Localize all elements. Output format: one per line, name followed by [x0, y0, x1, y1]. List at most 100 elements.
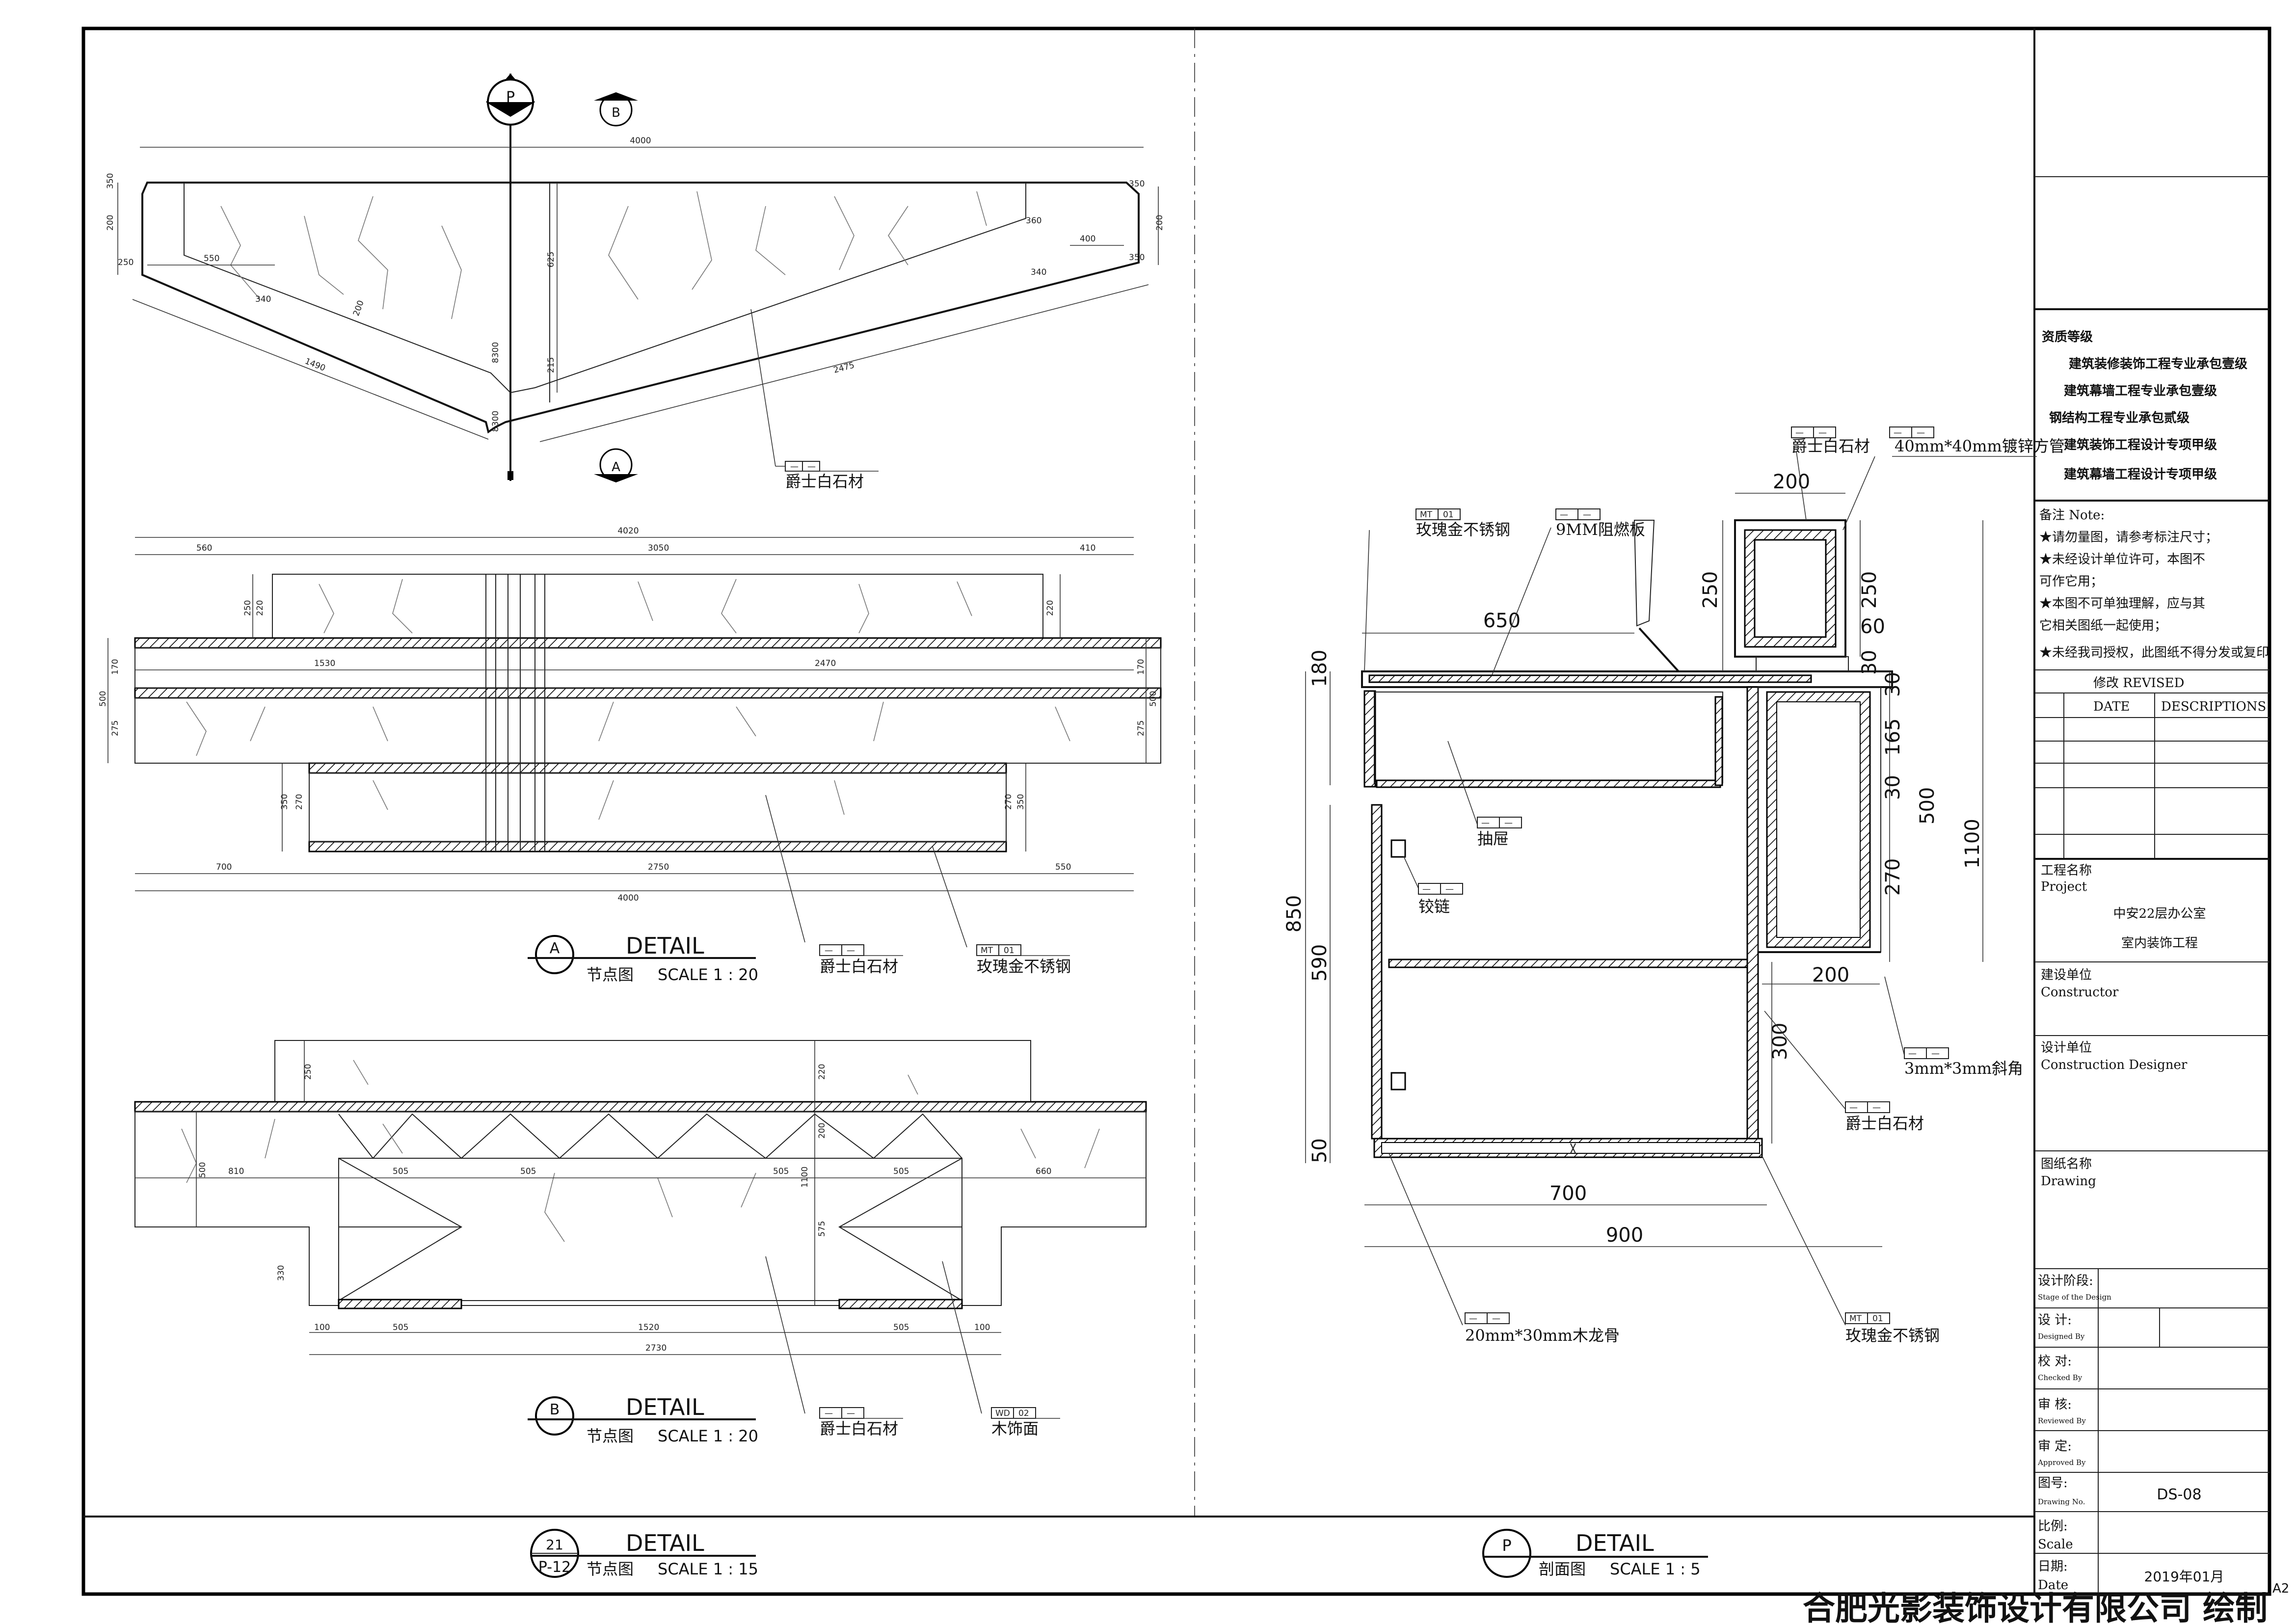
svg-text:图号:: 图号: — [2038, 1476, 2068, 1491]
svg-text:20mm*30mm木龙骨: 20mm*30mm木龙骨 — [1465, 1326, 1620, 1345]
leader-rose-steel-bottom: MT 01 玫瑰金不锈钢 — [1762, 1155, 1940, 1345]
svg-text:60: 60 — [1860, 615, 1885, 638]
svg-text:250: 250 — [1699, 571, 1722, 609]
sheet-size: A2 — [2272, 1581, 2289, 1596]
svg-text:4000: 4000 — [617, 893, 639, 903]
svg-text:200: 200 — [106, 215, 115, 231]
svg-text:—: — — [1872, 1103, 1881, 1113]
svg-text:—: — — [1583, 510, 1591, 520]
svg-text:250: 250 — [243, 600, 253, 616]
svg-text:图纸名称: 图纸名称 — [2041, 1157, 2092, 1171]
svg-text:P-12: P-12 — [538, 1559, 571, 1576]
svg-text:剖面图: 剖面图 — [1539, 1560, 1586, 1578]
svg-text:505: 505 — [520, 1167, 536, 1176]
svg-text:500: 500 — [1916, 787, 1939, 825]
svg-text:爵士白石材: 爵士白石材 — [1791, 437, 1870, 455]
svg-text:275: 275 — [110, 720, 120, 736]
svg-text:40mm*40mm镀锌方管: 40mm*40mm镀锌方管 — [1895, 437, 2065, 455]
svg-text:200: 200 — [817, 1123, 827, 1139]
svg-text:170: 170 — [110, 659, 120, 675]
svg-text:P: P — [506, 89, 515, 106]
svg-text:625: 625 — [546, 252, 556, 267]
material-tag-wd02: WD 02 — [991, 1407, 1036, 1419]
svg-text:100: 100 — [974, 1323, 990, 1332]
leader-galv-tube: 40mm*40mm镀锌方管 — — — [1842, 426, 2065, 531]
svg-text:250: 250 — [303, 1064, 313, 1080]
svg-text:设计阶段:: 设计阶段: — [2038, 1274, 2093, 1288]
material-tag: — — — [785, 461, 820, 472]
svg-text:—: — — [1908, 1049, 1917, 1059]
material-tag: — — — [819, 944, 864, 956]
svg-text:抽屉: 抽屉 — [1477, 829, 1509, 848]
svg-text:★未经我司授权，此图纸不得分发或复印: ★未经我司授权，此图纸不得分发或复印 — [2039, 645, 2269, 660]
svg-text:可作它用；: 可作它用； — [2039, 574, 2103, 589]
svg-text:节点图: 节点图 — [587, 1427, 634, 1445]
svg-text:WD: WD — [995, 1409, 1010, 1418]
leader-jazz-top: — — 爵士白石材 — [1791, 426, 1870, 521]
detail-title-p: P DETAIL 剖面图 SCALE 1 : 5 — [1482, 1529, 1708, 1578]
svg-text:8300: 8300 — [491, 411, 501, 432]
svg-text:A: A — [550, 940, 560, 957]
detail-title-a: A DETAIL 节点图 SCALE 1 : 20 — [528, 932, 758, 984]
svg-text:—: — — [1560, 510, 1568, 520]
svg-text:590: 590 — [1308, 944, 1331, 982]
svg-text:500: 500 — [98, 691, 108, 707]
label-jazz-stone: 爵士白石材 — [785, 472, 864, 491]
svg-text:—: — — [825, 1409, 833, 1418]
svg-text:钢结构工程专业承包贰级: 钢结构工程专业承包贰级 — [2049, 410, 2189, 426]
svg-text:500: 500 — [198, 1162, 208, 1178]
svg-text:650: 650 — [1483, 610, 1521, 632]
svg-text:505: 505 — [393, 1167, 408, 1176]
svg-text:1100: 1100 — [1961, 819, 1984, 869]
svg-text:01: 01 — [1443, 510, 1454, 520]
svg-text:340: 340 — [255, 294, 271, 304]
svg-text:400: 400 — [1080, 234, 1095, 244]
svg-text:50: 50 — [1308, 1138, 1331, 1163]
svg-text:550: 550 — [204, 254, 219, 264]
svg-text:MT: MT — [1849, 1314, 1862, 1324]
svg-text:4020: 4020 — [617, 526, 639, 536]
drawing-date: 2019年01月 — [2144, 1569, 2224, 1585]
svg-text:250: 250 — [1858, 571, 1881, 609]
svg-text:—: — — [1492, 1314, 1500, 1324]
svg-text:8300: 8300 — [491, 342, 501, 363]
svg-text:350: 350 — [106, 173, 115, 189]
svg-text:1100: 1100 — [800, 1167, 810, 1188]
leader-bevel: — — 3mm*3mm斜角 — [1884, 976, 2023, 1078]
svg-text:9MM阻燃板: 9MM阻燃板 — [1556, 520, 1645, 539]
svg-text:700: 700 — [1549, 1182, 1587, 1205]
leader-fire-board: — — 9MM阻燃板 — [1492, 508, 1645, 675]
svg-text:铰链: 铰链 — [1418, 897, 1450, 916]
leader-rose-steel: MT 01 玫瑰金不锈钢 — [1364, 508, 1510, 672]
svg-text:中安22层办公室: 中安22层办公室 — [2113, 906, 2206, 921]
svg-text:—: — — [1504, 818, 1513, 828]
svg-text:★未经设计单位许可，本图不: ★未经设计单位许可，本图不 — [2039, 552, 2205, 567]
svg-text:505: 505 — [393, 1323, 408, 1332]
svg-text:215: 215 — [546, 357, 556, 373]
svg-text:玫瑰金不锈钢: 玫瑰金不锈钢 — [1416, 520, 1510, 539]
svg-text:270: 270 — [1004, 794, 1014, 810]
svg-text:300: 300 — [1769, 1023, 1791, 1060]
leader-drawer: — — 抽屉 — [1447, 741, 1522, 848]
svg-text:—: — — [1818, 428, 1827, 438]
svg-text:3050: 3050 — [648, 543, 669, 553]
svg-text:—: — — [790, 462, 799, 472]
svg-text:A: A — [612, 460, 620, 475]
svg-text:1530: 1530 — [314, 659, 335, 668]
svg-text:850: 850 — [1283, 895, 1306, 932]
svg-text:Scale: Scale — [2038, 1537, 2073, 1552]
svg-text:350: 350 — [1016, 794, 1026, 810]
svg-text:01: 01 — [1872, 1314, 1883, 1324]
section-mark-a: A — [594, 448, 638, 482]
svg-text:505: 505 — [773, 1167, 789, 1176]
section-mark-p: P — [486, 74, 535, 481]
svg-text:Approved By: Approved By — [2037, 1458, 2086, 1467]
svg-text:700: 700 — [216, 862, 232, 872]
svg-text:SCALE 1 : 20: SCALE 1 : 20 — [658, 1427, 758, 1445]
svg-text:560: 560 — [196, 543, 212, 553]
svg-text:30: 30 — [1858, 650, 1881, 675]
svg-text:360: 360 — [1026, 216, 1041, 226]
svg-text:Date: Date — [2038, 1578, 2068, 1593]
svg-text:—: — — [1931, 1049, 1940, 1059]
